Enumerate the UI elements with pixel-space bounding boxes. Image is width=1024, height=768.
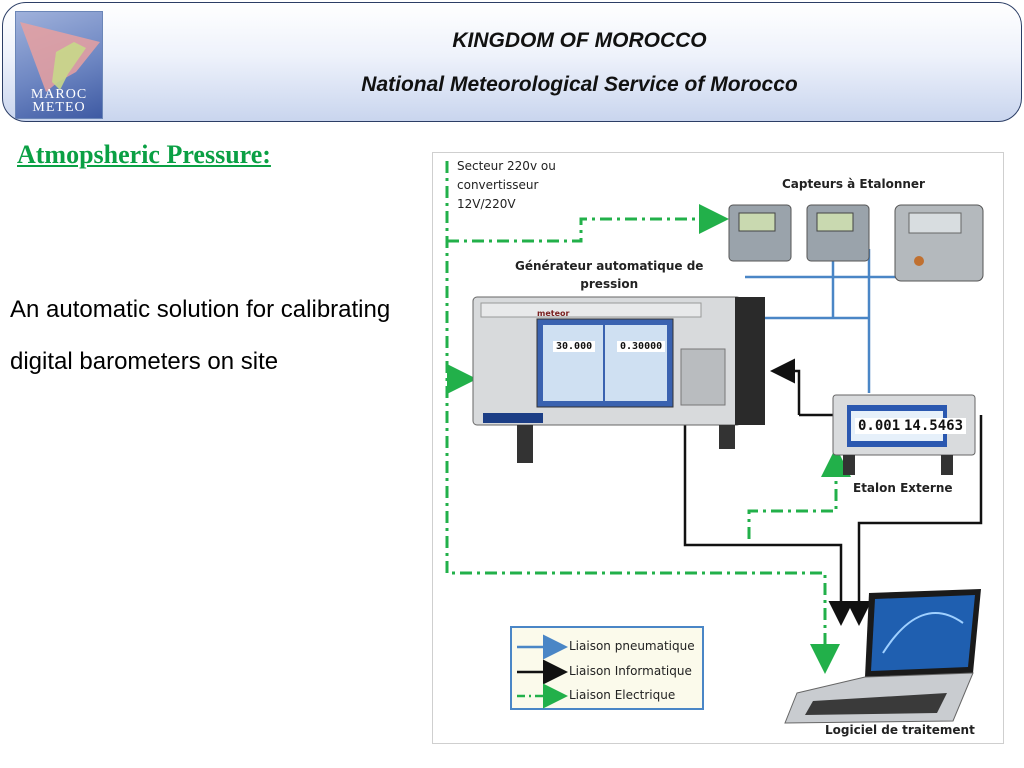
- external-standard-device: [832, 394, 976, 475]
- data-links: [683, 358, 983, 626]
- slide-body-text: An automatic solution for calibrating di…: [10, 296, 391, 375]
- generator-brand: meteor: [537, 309, 570, 318]
- electric-links: [445, 161, 851, 674]
- sensor-devices: [728, 204, 984, 282]
- power-source-label: Secteur 220v ou convertisseur 12V/220V: [457, 159, 556, 211]
- logo-text: MAROC METEO: [30, 87, 88, 115]
- header-subtitle: National Meteorological Service of Moroc…: [361, 73, 798, 96]
- external-reading-2: 14.5463: [901, 418, 967, 434]
- header-banner: MAROC METEO KINGDOM OF MOROCCO National …: [2, 2, 1022, 122]
- external-standard-label: Etalon Externe: [853, 481, 953, 495]
- map-shape-icon: [20, 22, 100, 92]
- external-reading-1: 0.001: [855, 418, 904, 434]
- software-label: Logiciel de traitement: [825, 723, 975, 737]
- pressure-generator-device: [472, 296, 765, 463]
- legend-label-pneumatic: Liaison pneumatique: [569, 639, 695, 653]
- generator-reading-1: 30.000: [553, 341, 596, 352]
- maroc-meteo-logo: MAROC METEO: [15, 11, 103, 119]
- generator-label: Générateur automatique de pression: [515, 259, 704, 291]
- header-title: KINGDOM OF MOROCCO: [452, 29, 707, 52]
- legend-label-informatique: Liaison Informatique: [569, 664, 692, 678]
- slide-title: Atmopsheric Pressure:: [17, 140, 271, 169]
- sensors-label: Capteurs à Etalonner: [782, 177, 925, 191]
- legend-box: [510, 626, 704, 710]
- legend-label-electrique: Liaison Electrique: [569, 688, 676, 702]
- laptop-device: [784, 589, 981, 724]
- calibration-diagram: Secteur 220v ou convertisseur 12V/220V C…: [432, 152, 1004, 744]
- generator-reading-2: 0.30000: [617, 341, 666, 352]
